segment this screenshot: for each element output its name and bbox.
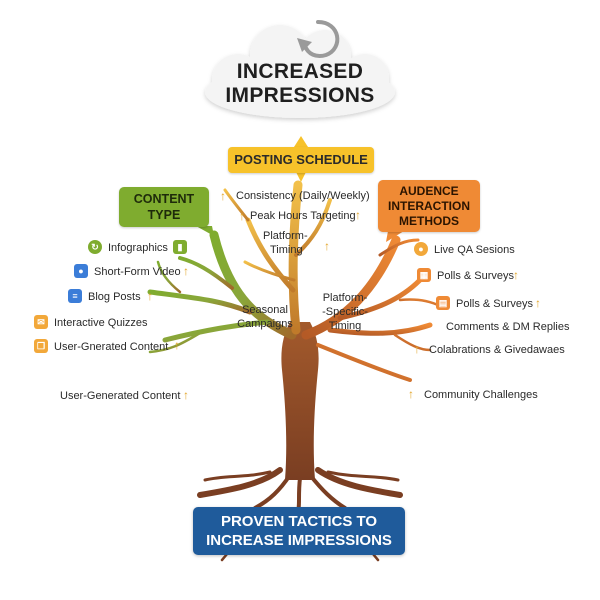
audience-item-polls-1: Polls & Surveys xyxy=(437,270,515,282)
audience-interaction-tag: AUDENCE INTERACTION METHODS xyxy=(378,180,480,232)
platform-line2: -Specific- xyxy=(322,306,368,318)
cloud-title: INCREASED IMPRESSIONS xyxy=(200,60,400,108)
posting-schedule-tag: POSTING SCHEDULE xyxy=(228,147,374,173)
content-item-ugc: User-Gnerated Content xyxy=(54,341,169,353)
audience-line2: INTERACTION xyxy=(388,199,470,213)
content-item-blog-posts: Blog Posts xyxy=(88,291,141,303)
arrow-icon: ↑ xyxy=(324,239,330,253)
audience-item-collaborations: Colabrations & Givedawaes xyxy=(429,344,565,356)
content-item-short-video: Short-Form Video xyxy=(94,266,181,278)
trunk xyxy=(281,322,319,480)
arrow-icon: ↑ xyxy=(535,296,541,310)
audience-line1: AUDENCE xyxy=(399,184,459,198)
chart-icon: ▮ xyxy=(173,240,187,254)
middle-branches xyxy=(223,180,332,335)
arrow-icon: ↑ xyxy=(147,289,153,303)
content-item-ugc-2: User-Generated Content xyxy=(60,390,181,402)
poll-icon: ▦ xyxy=(417,268,431,282)
arrow-icon: ↑ xyxy=(174,338,180,352)
chart-icon: ↻ xyxy=(88,240,102,254)
footer-line1: PROVEN TACTICS TO xyxy=(220,513,378,530)
location-icon: ● xyxy=(414,242,428,256)
audience-item-polls-2: Polls & Surveys xyxy=(456,298,534,310)
content-type-line1: CONTENT xyxy=(133,192,195,206)
quiz-icon: ✉ xyxy=(34,315,48,329)
seasonal-campaigns-label: Seasonal Campaigns xyxy=(234,303,296,331)
arrow-icon: ↑ xyxy=(414,342,420,356)
posting-item-timing: Timing xyxy=(270,244,303,256)
survey-icon: ▤ xyxy=(436,296,450,310)
posting-item-platform: Platform- xyxy=(263,230,308,242)
cloud-title-line2: IMPRESSIONS xyxy=(225,84,375,107)
seasonal-line2: Campaigns xyxy=(237,318,293,330)
platform-line3: Timing xyxy=(328,320,362,332)
blog-icon: ≡ xyxy=(68,289,82,303)
arrow-icon: ↑ xyxy=(513,268,519,282)
audience-line3: METHODS xyxy=(399,214,459,228)
content-type-line2: TYPE xyxy=(147,208,181,222)
content-item-infographics: Infographics xyxy=(108,242,168,254)
left-branches xyxy=(147,230,297,354)
posting-item-consistency: Consistency (Daily/Weekly) xyxy=(236,190,370,202)
seasonal-line1: Seasonal xyxy=(242,304,288,316)
proven-tactics-banner: PROVEN TACTICS TO INCREASE IMPRESSIONS xyxy=(193,507,405,555)
audience-item-live-qa: Live QA Sesions xyxy=(434,244,515,256)
arrow-icon: ↑ xyxy=(408,387,414,401)
arrow-icon: ↑ xyxy=(220,189,226,203)
right-branches xyxy=(301,235,442,382)
footer-line2: INCREASE IMPRESSIONS xyxy=(206,532,392,549)
content-type-tag: CONTENT TYPE xyxy=(119,187,209,227)
user-icon: ● xyxy=(74,264,88,278)
cloud-title-line1: INCREASED xyxy=(236,60,364,83)
platform-timing-label: Platform- -Specific- Timing xyxy=(310,291,380,333)
posting-item-peak-hours: Peak Hours Targeting xyxy=(250,210,356,222)
ugc-icon: ❐ xyxy=(34,339,48,353)
arrow-icon: ↑ xyxy=(239,209,245,223)
arrow-icon: ↑ xyxy=(355,208,361,222)
refresh-arrow-icon xyxy=(297,20,340,58)
arrow-icon: ↑ xyxy=(183,264,189,278)
arrow-icon: ↑ xyxy=(183,388,189,402)
audience-item-comments: Comments & DM Replies xyxy=(446,321,570,333)
content-item-quizzes: Interactive Quizzes xyxy=(54,317,148,329)
audience-item-challenges: Community Challenges xyxy=(424,389,538,401)
platform-line1: Platform- xyxy=(322,292,368,304)
